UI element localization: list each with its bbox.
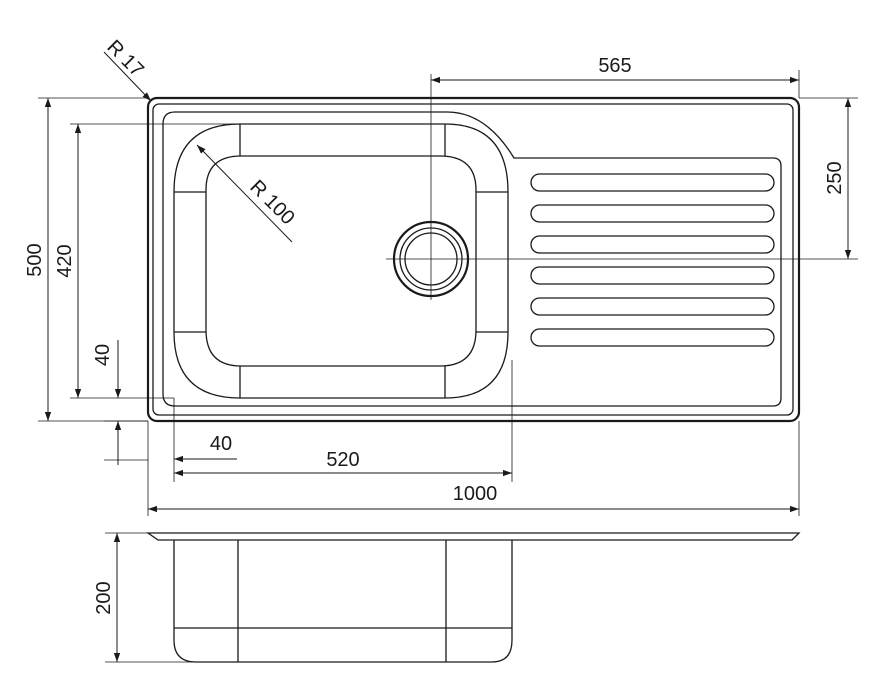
drainboard-grooves: [530, 173, 775, 347]
side-bowl: [173, 540, 513, 663]
drainboard-groove: [530, 328, 775, 347]
dim-drain-offset-y-label: 250: [824, 161, 846, 194]
dim-drain-offset-x-label: 565: [598, 55, 631, 77]
drainboard-groove: [530, 266, 775, 285]
drainboard-groove: [530, 235, 775, 254]
drainboard-groove: [530, 204, 775, 223]
sink-outer-rim: [146, 96, 801, 423]
sink-rim-inner-edge: [152, 103, 794, 416]
dim-left-margin-label: 40: [210, 433, 232, 455]
sink-top-view: [146, 74, 801, 423]
dim-bowl-height-label: 420: [54, 244, 76, 277]
dim-bowl-width-label: 520: [326, 449, 359, 471]
bowl-outer-outline: [173, 123, 509, 399]
dim-radius-bowl-leader: [196, 144, 293, 243]
bowl-floor-outline: [205, 155, 477, 367]
drainboard-groove: [530, 297, 775, 316]
sink-side-view: [145, 532, 801, 663]
dim-total-width-label: 1000: [453, 483, 498, 505]
dim-depth-label: 200: [93, 581, 115, 614]
drainboard-groove: [530, 173, 775, 192]
dim-bottom-margin-label: 40: [92, 344, 114, 366]
drain-outlet: [386, 74, 476, 300]
dim-total-height-label: 500: [24, 243, 46, 276]
side-rim: [145, 532, 801, 541]
dim-radius-corner-leader: [103, 51, 152, 102]
